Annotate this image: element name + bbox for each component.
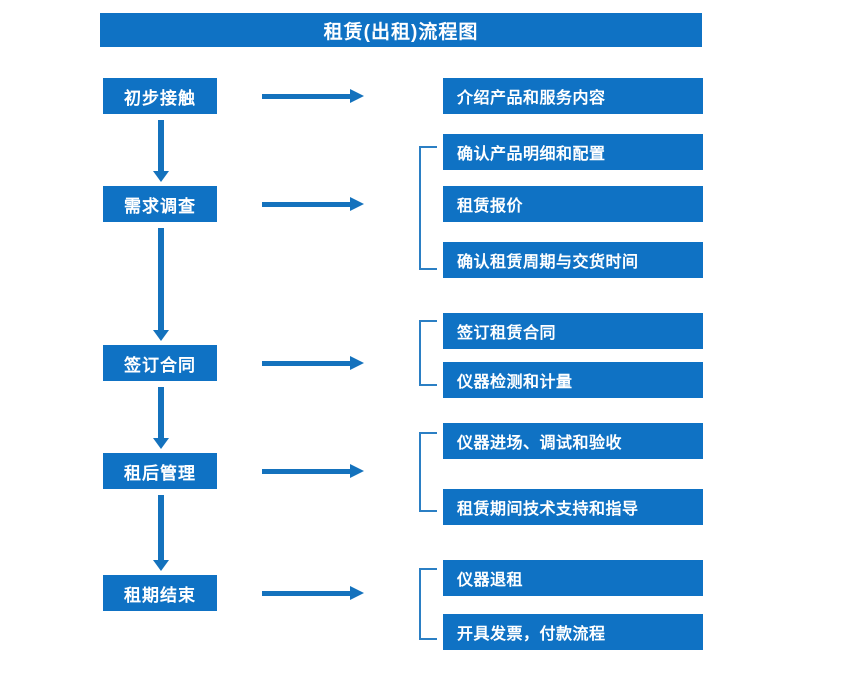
bracket-contract-group <box>419 320 437 386</box>
stage-box-lease-end[interactable]: 租期结束 <box>103 575 217 611</box>
arrow-contract-to-management-icon <box>153 387 169 449</box>
arrow-stage-3-to-details-icon <box>262 356 364 370</box>
detail-box-sign-rental-contract[interactable]: 签订租赁合同 <box>443 313 703 349</box>
detail-box-rental-quote[interactable]: 租赁报价 <box>443 186 703 222</box>
detail-box-instrument-delivery[interactable]: 仪器进场、调试和验收 <box>443 423 703 459</box>
arrow-stage-4-to-details-icon <box>262 464 364 478</box>
stage-box-initial-contact[interactable]: 初步接触 <box>103 78 217 114</box>
page-title: 租赁(出租)流程图 <box>100 13 702 47</box>
arrow-survey-to-contract-icon <box>153 228 169 341</box>
stage-box-requirement-survey[interactable]: 需求调查 <box>103 186 217 222</box>
bracket-management-group <box>419 432 437 512</box>
arrow-stage-1-to-details-icon <box>262 89 364 103</box>
detail-box-introduce-products[interactable]: 介绍产品和服务内容 <box>443 78 703 114</box>
detail-box-instrument-testing[interactable]: 仪器检测和计量 <box>443 362 703 398</box>
arrow-stage-5-to-details-icon <box>262 586 364 600</box>
detail-box-invoice-payment[interactable]: 开具发票，付款流程 <box>443 614 703 650</box>
stage-box-post-rental-mgmt[interactable]: 租后管理 <box>103 453 217 489</box>
arrow-stage-2-to-details-icon <box>262 197 364 211</box>
detail-box-confirm-period[interactable]: 确认租赁周期与交货时间 <box>443 242 703 278</box>
bracket-requirement-group <box>419 146 437 270</box>
detail-box-confirm-spec[interactable]: 确认产品明细和配置 <box>443 134 703 170</box>
bracket-end-group <box>419 568 437 640</box>
detail-box-technical-support[interactable]: 租赁期间技术支持和指导 <box>443 489 703 525</box>
arrow-contact-to-survey-icon <box>153 120 169 182</box>
stage-box-sign-contract[interactable]: 签订合同 <box>103 345 217 381</box>
detail-box-instrument-return[interactable]: 仪器退租 <box>443 560 703 596</box>
arrow-management-to-end-icon <box>153 495 169 571</box>
